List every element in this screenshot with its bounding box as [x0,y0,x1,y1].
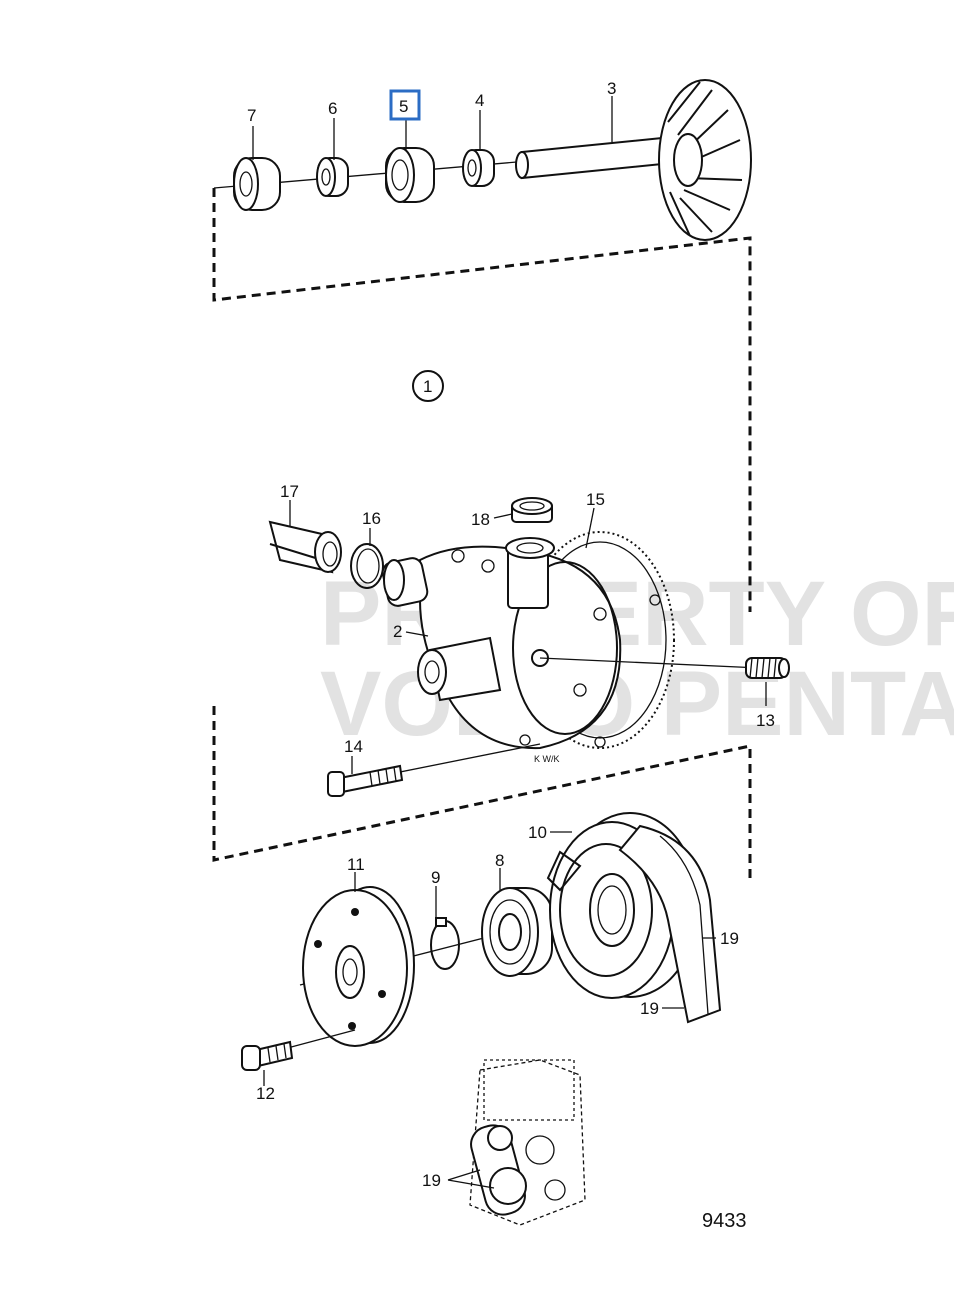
label-part-7[interactable]: 7 [247,106,256,125]
label-part-19-a[interactable]: 19 [720,929,739,948]
label-part-16[interactable]: 16 [362,509,381,528]
part-5-spacer [385,147,435,203]
part-12-bolt [241,1029,356,1071]
label-part-9[interactable]: 9 [431,868,440,887]
label-part-19-b[interactable]: 19 [640,999,659,1018]
part-13-plug [539,657,790,679]
label-part-4[interactable]: 4 [475,91,484,110]
part-7-bearing [233,157,281,211]
assembly-outline-upper [212,188,752,612]
watermark-line-2: VOLVO PENTA [320,653,954,755]
label-part-18[interactable]: 18 [471,510,490,529]
label-part-19-c[interactable]: 19 [422,1171,441,1190]
part-3-shaft-impeller [515,79,752,241]
label-part-11[interactable]: 11 [347,855,365,874]
label-part-8[interactable]: 8 [495,851,504,870]
label-part-15[interactable]: 15 [586,490,605,509]
part-19-belts [618,824,722,1024]
label-part-6[interactable]: 6 [328,99,337,118]
label-part-2[interactable]: 2 [393,622,402,641]
part-16-oring [350,543,384,589]
part-4-ring [462,149,495,187]
highlight-box-part-5 [389,89,421,121]
part-labels: 7 6 5 4 3 1 17 16 18 15 2 13 14 10 11 9 … [247,79,775,1190]
part-1-marker [412,370,444,402]
part-18-cap [511,497,553,523]
label-part-5[interactable]: 5 [399,97,408,116]
part-2-pump-housing: K W/K [381,537,661,764]
part-14-bolt [327,743,541,797]
label-part-14[interactable]: 14 [344,737,363,756]
label-part-3[interactable]: 3 [607,79,616,98]
part-8-bearing [481,887,553,977]
figure-number: 9433 [702,1210,747,1232]
part-9-circlip [430,917,460,970]
part-17-pipe [268,520,342,574]
label-part-17[interactable]: 17 [280,482,299,501]
label-part-10[interactable]: 10 [528,823,547,842]
label-part-13[interactable]: 13 [756,711,775,730]
part-11-hub [302,886,415,1047]
label-part-12[interactable]: 12 [256,1084,275,1103]
leader-lines [252,96,767,1189]
assembly-outline-lower [212,706,752,878]
casting-mark: K W/K [534,754,560,764]
part-6-seal [316,157,349,197]
label-part-1[interactable]: 1 [423,377,432,396]
inset-engine-sketch [469,1059,586,1226]
